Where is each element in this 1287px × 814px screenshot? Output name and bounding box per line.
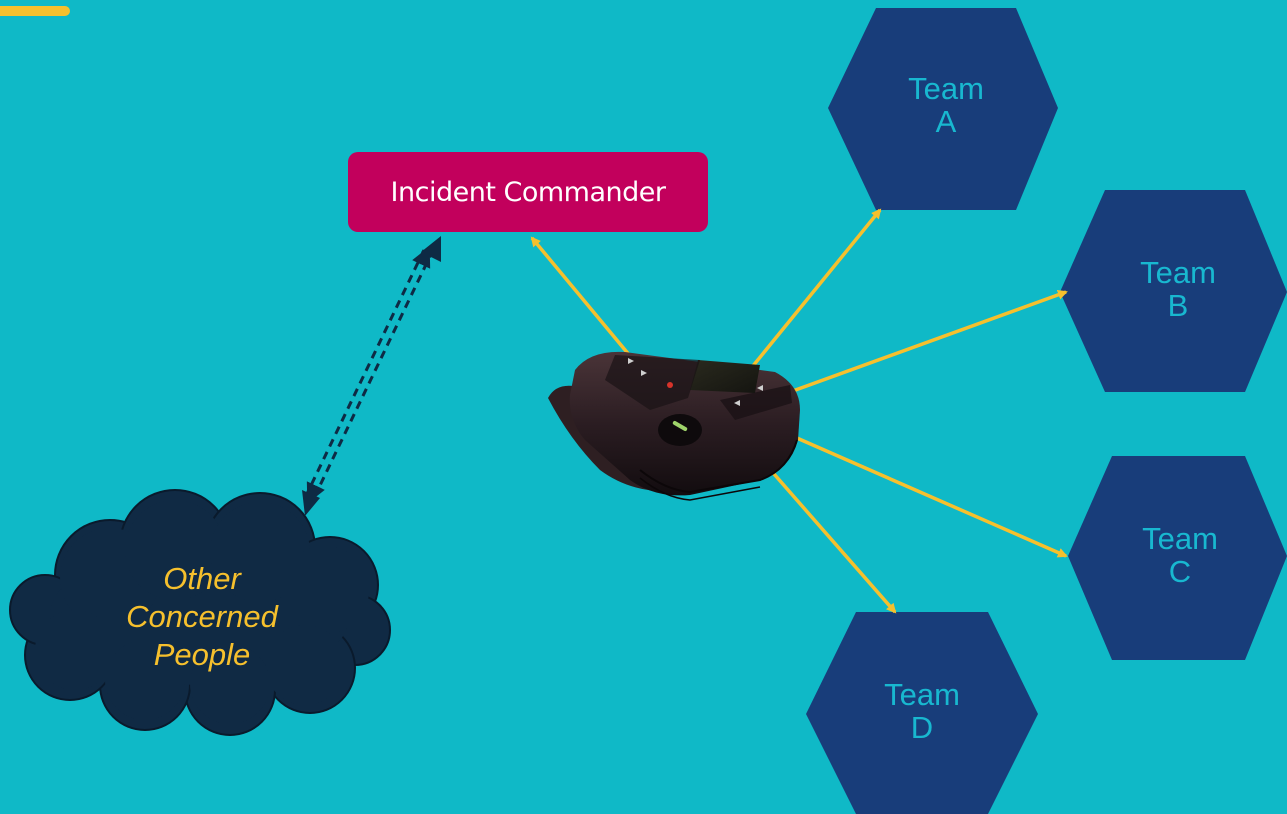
other-concerned-people-label: Other Concerned People bbox=[82, 560, 322, 674]
team-b-label: Team B bbox=[1088, 256, 1268, 322]
team-d-label: Team D bbox=[832, 678, 1012, 744]
cloud-line3: People bbox=[153, 637, 251, 672]
team-a-hexagon bbox=[828, 8, 1058, 210]
arrow-to-team-a bbox=[746, 208, 882, 374]
team-c-line1: Team bbox=[1142, 521, 1218, 556]
team-c-line2: C bbox=[1168, 554, 1192, 589]
team-b-line2: B bbox=[1167, 288, 1189, 323]
arrow-to-team-b bbox=[789, 290, 1068, 394]
team-b-line1: Team bbox=[1140, 255, 1216, 290]
team-a-line1: Team bbox=[908, 71, 984, 106]
team-d-hexagon bbox=[806, 612, 1038, 814]
team-a-line2: A bbox=[935, 104, 957, 139]
arrow-to-team-d bbox=[758, 456, 897, 614]
incident-commander-box: Incident Commander bbox=[348, 152, 708, 232]
team-a-label: Team A bbox=[856, 72, 1036, 138]
pager-device-icon bbox=[548, 351, 800, 501]
arrow-to-team-c bbox=[789, 433, 1068, 558]
cloud-line2: Concerned bbox=[126, 599, 278, 634]
cloud-line1: Other bbox=[163, 561, 241, 596]
team-c-label: Team C bbox=[1090, 522, 1270, 588]
team-b-hexagon bbox=[1060, 190, 1287, 392]
team-d-line2: D bbox=[910, 710, 934, 745]
dashed-double-arrow bbox=[302, 236, 441, 516]
team-c-hexagon bbox=[1068, 456, 1287, 660]
team-d-line1: Team bbox=[884, 677, 960, 712]
incident-commander-label: Incident Commander bbox=[390, 176, 666, 208]
accent-bar bbox=[0, 6, 70, 16]
